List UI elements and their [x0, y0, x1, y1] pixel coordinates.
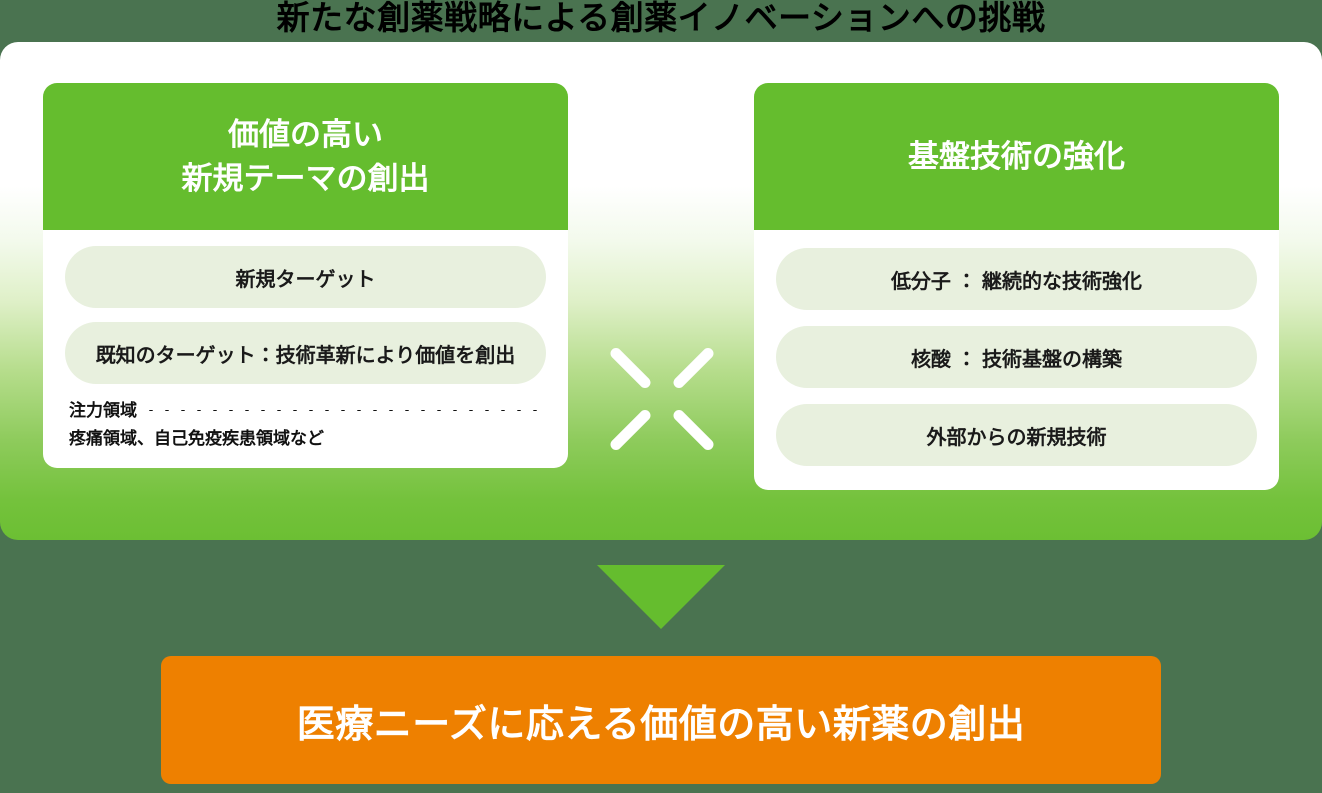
pill-nucleic-acid: 核酸 ： 技術基盤の構築 [776, 326, 1257, 388]
strategy-panel: 価値の高い 新規テーマの創出 新規ターゲット 既知のターゲット：技術革新により価… [0, 42, 1322, 540]
focus-area-detail: 疼痛領域、自己免疫疾患領域など [69, 429, 324, 448]
pill-external-technology: 外部からの新規技術 [776, 404, 1257, 466]
page-title: 新たな創薬戦略による創薬イノベーションへの挑戦 [276, 0, 1046, 36]
arrow-down-icon [597, 565, 725, 629]
focus-area-note: 注力領域 疼痛領域、自己免疫疾患領域など [65, 398, 546, 454]
card-value-creation-header-line1: 価値の高い [228, 117, 383, 152]
dotted-leader [143, 410, 546, 411]
pill-small-molecule: 低分子 ： 継続的な技術強化 [776, 248, 1257, 310]
outcome-banner: 医療ニーズに応える価値の高い新薬の創出 [161, 656, 1161, 784]
card-value-creation: 価値の高い 新規テーマの創出 新規ターゲット 既知のターゲット：技術革新により価… [43, 83, 568, 468]
focus-area-lead: 注力領域 [69, 398, 546, 424]
multiply-stroke-top-right [671, 345, 716, 391]
card-core-technology: 基盤技術の強化 低分子 ： 継続的な技術強化 核酸 ： 技術基盤の構築 外部から… [754, 83, 1279, 490]
multiply-icon [603, 340, 721, 458]
pill-new-target: 新規ターゲット [65, 246, 546, 308]
card-value-creation-header: 価値の高い 新規テーマの創出 [43, 83, 568, 230]
card-value-creation-body: 新規ターゲット 既知のターゲット：技術革新により価値を創出 注力領域 疼痛領域、… [43, 230, 568, 468]
focus-area-label: 注力領域 [69, 401, 137, 420]
pill-known-target: 既知のターゲット：技術革新により価値を創出 [65, 322, 546, 384]
multiply-stroke-bottom-right [671, 407, 716, 453]
card-core-technology-header-line1: 基盤技術の強化 [908, 139, 1125, 174]
outcome-banner-label: 医療ニーズに応える価値の高い新薬の創出 [296, 703, 1026, 746]
multiply-stroke-bottom-left [608, 407, 653, 453]
card-core-technology-body: 低分子 ： 継続的な技術強化 核酸 ： 技術基盤の構築 外部からの新規技術 [754, 230, 1279, 490]
card-core-technology-header: 基盤技術の強化 [754, 83, 1279, 230]
multiply-stroke-top-left [608, 345, 653, 391]
card-value-creation-header-line2: 新規テーマの創出 [181, 161, 430, 196]
